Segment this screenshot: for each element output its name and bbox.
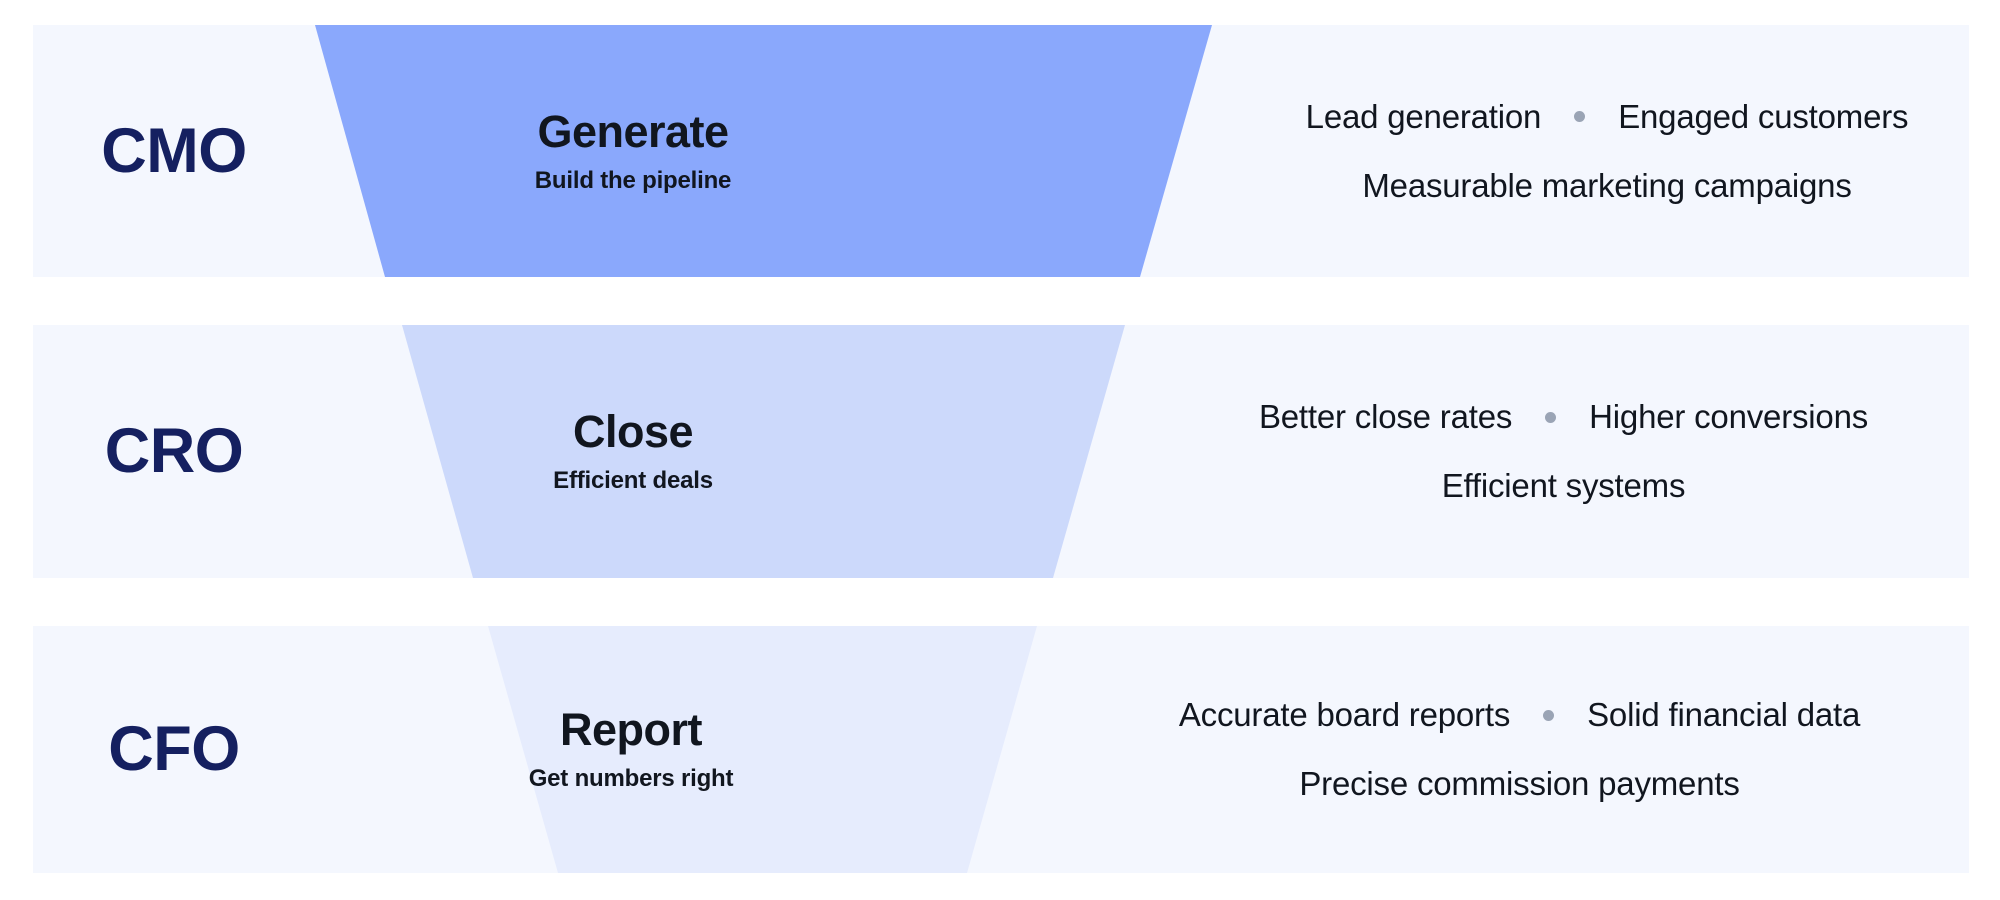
stage-title-generate: Generate [537, 105, 729, 157]
role-label-cro: CRO [104, 416, 244, 486]
benefit-item: Better close rates [1258, 398, 1513, 436]
benefit-item: Accurate board reports [1178, 696, 1511, 734]
stage-block-report: Report Get numbers right [501, 626, 761, 873]
stage-subtitle-generate: Build the pipeline [534, 166, 732, 194]
funnel-row-cfo: CFO Report Get numbers right Accurate bo… [33, 626, 1969, 873]
benefits-secondary-row-cro: Efficient systems [1441, 467, 1686, 504]
benefits-primary-row-cmo: Lead generation Engaged customers [1306, 97, 1909, 137]
benefit-item: Higher conversions [1589, 398, 1869, 436]
benefit-item: Lead generation [1305, 97, 1542, 135]
stage-title-report: Report [560, 704, 703, 756]
benefits-secondary-row-cmo: Measurable marketing campaigns [1362, 166, 1852, 204]
separator-dot-icon [1545, 411, 1557, 423]
benefits-block-cro: Better close rates Higher conversions Ef… [1158, 325, 1969, 578]
benefits-primary-row-cfo: Accurate board reports Solid financial d… [1178, 695, 1861, 735]
benefits-secondary-row-cfo: Precise commission payments [1299, 765, 1740, 802]
stage-block-generate: Generate Build the pipeline [503, 25, 763, 277]
stage-subtitle-close: Efficient deals [553, 467, 713, 495]
funnel-row-cro: CRO Close Efficient deals Better close r… [33, 325, 1969, 578]
separator-dot-icon [1543, 709, 1555, 721]
benefits-block-cfo: Accurate board reports Solid financial d… [1070, 626, 1969, 873]
stage-title-close: Close [572, 406, 694, 458]
stage-block-close: Close Efficient deals [503, 325, 763, 578]
benefit-item: Engaged customers [1618, 97, 1909, 135]
stage-subtitle-report: Get numbers right [528, 765, 734, 793]
benefits-primary-row-cro: Better close rates Higher conversions [1259, 397, 1868, 437]
role-label-cmo: CMO [101, 115, 247, 186]
separator-dot-icon [1574, 111, 1586, 123]
funnel-shape-generate [33, 25, 1969, 277]
funnel-shape-report [33, 626, 1969, 873]
funnel-row-cmo: CMO Generate Build the pipeline Lead gen… [33, 25, 1969, 277]
role-label-cfo: CFO [108, 714, 240, 784]
funnel-shape-close [33, 325, 1969, 578]
benefit-item: Solid financial data [1587, 696, 1861, 734]
benefits-block-cmo: Lead generation Engaged customers Measur… [1245, 25, 1969, 277]
